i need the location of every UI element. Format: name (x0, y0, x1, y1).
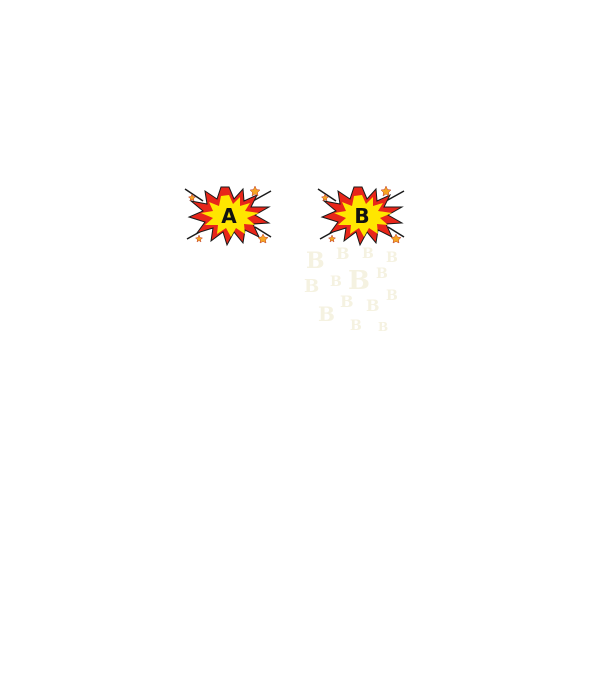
ghost-letter: B (362, 246, 374, 262)
burst-b: B (316, 183, 408, 247)
ghost-letter: B (304, 276, 320, 297)
ghost-letter: B (378, 320, 389, 334)
star-icon (194, 234, 204, 243)
star-icon (390, 233, 402, 244)
ghost-letter-cloud: B B B B B B B B B B B B B B (300, 240, 410, 340)
ghost-letter: B (348, 266, 370, 296)
burst-inner-shape (334, 195, 392, 237)
ghost-letter: B (376, 266, 388, 282)
star-icon (257, 233, 269, 244)
ghost-letter: B (386, 250, 398, 266)
burst-inner-shape (201, 195, 259, 237)
star-icon (249, 185, 261, 197)
star-icon (327, 234, 337, 243)
star-icon (380, 185, 392, 197)
star-icon (320, 193, 330, 202)
speed-line (317, 188, 337, 202)
speed-line (385, 190, 405, 202)
star-icon (187, 193, 197, 202)
ghost-letter: B (336, 244, 350, 263)
burst-a: A (183, 183, 275, 247)
ghost-letter: B (340, 292, 354, 311)
ghost-letter: B (366, 296, 380, 315)
ghost-letter: B (350, 318, 362, 334)
speed-line (387, 226, 405, 238)
burst-b-graphic: B (317, 185, 405, 247)
speed-line (184, 188, 204, 202)
burst-a-graphic: A (184, 185, 272, 247)
ghost-letter: B (318, 302, 335, 326)
ghost-letter: B (386, 288, 398, 304)
ghost-letter: B (330, 274, 342, 290)
burst-letter-a: A (221, 204, 237, 228)
speed-line (254, 226, 272, 238)
burst-letter-b: B (354, 204, 369, 228)
speed-line (252, 190, 272, 202)
ghost-letter: B (306, 248, 325, 274)
